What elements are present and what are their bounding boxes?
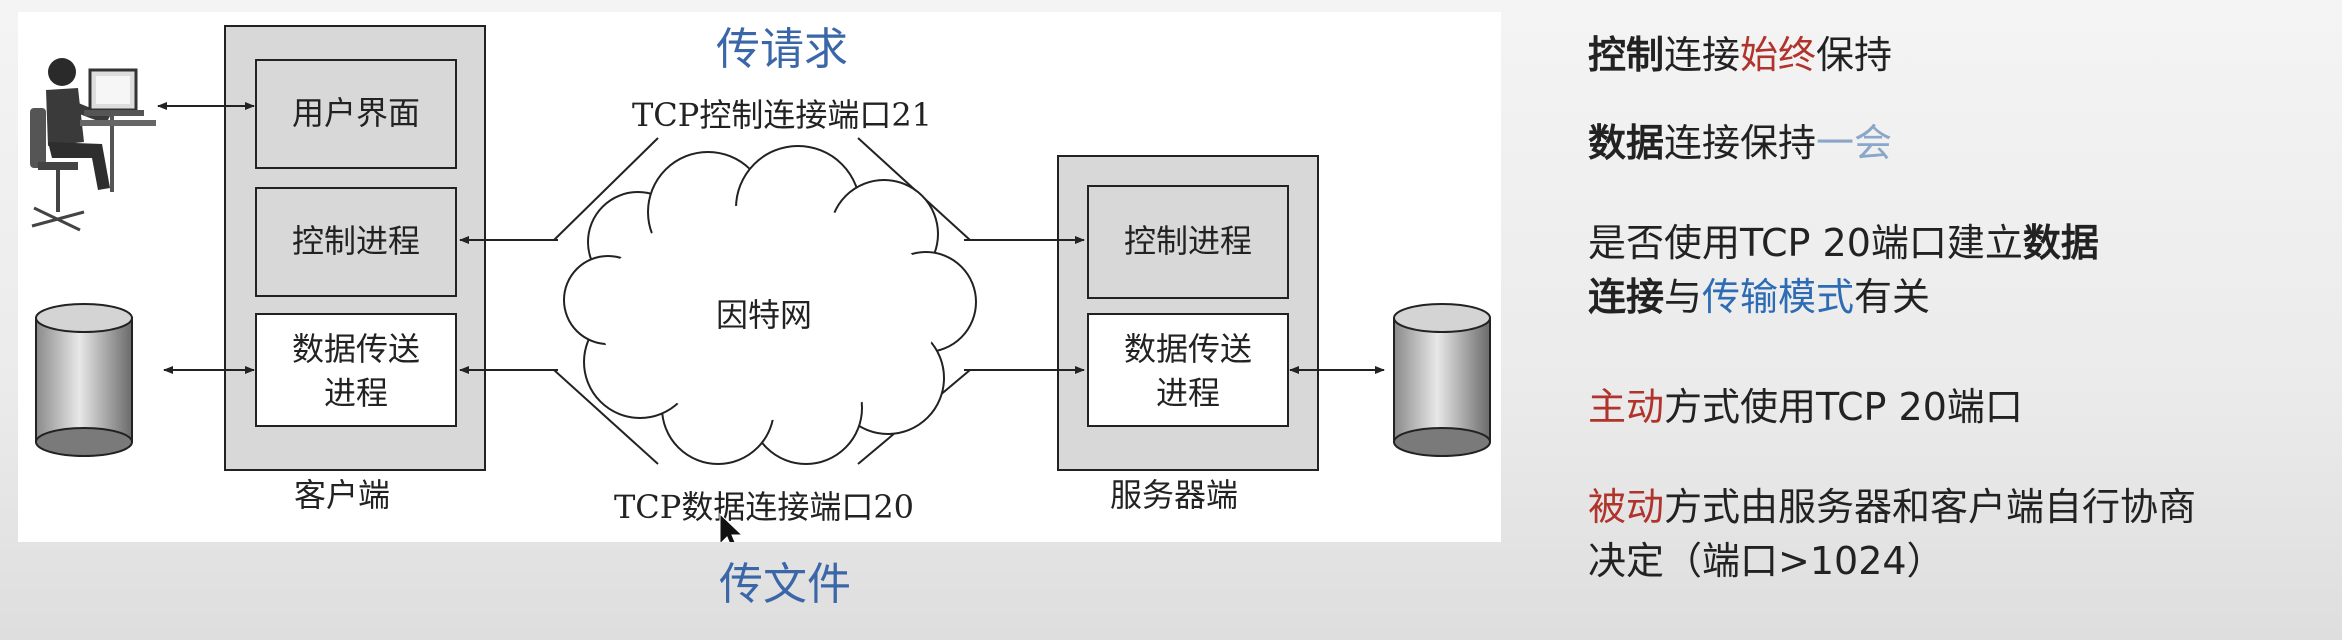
- data-port-label: TCP数据连接端口20: [614, 488, 914, 526]
- note-line-7: 决定（端口>1024）: [1588, 539, 1945, 583]
- note-line-6: 被动方式由服务器和客户端自行协商: [1588, 485, 2197, 529]
- note-file: 传文件: [719, 559, 851, 610]
- note-line-3: 是否使用TCP 20端口建立数据: [1588, 221, 2099, 265]
- client-ui-box: [255, 59, 457, 169]
- server-data-label-2: 进程: [1156, 374, 1220, 412]
- control-port-label: TCP控制连接端口21: [632, 96, 932, 134]
- note-line-4: 连接与传输模式有关: [1588, 275, 1931, 319]
- internet-label: 因特网: [716, 296, 812, 334]
- client-database-icon: [35, 303, 133, 457]
- server-control-box: [1087, 185, 1289, 299]
- ftp-diagram: 用户界面 控制进程 数据传送 进程 客户端 控制进程 数据传送 进程 服务器端 …: [18, 12, 1501, 542]
- server-label: 服务器端: [1110, 476, 1238, 514]
- control-port-leader-left: [553, 137, 659, 241]
- note-line-2: 数据连接保持一会: [1588, 121, 1893, 165]
- client-data-label-1: 数据传送: [292, 330, 420, 368]
- data-port-leader-left: [553, 369, 659, 465]
- client-label: 客户端: [294, 476, 390, 514]
- client-data-box: [255, 313, 457, 427]
- server-database-icon: [1393, 303, 1491, 457]
- note-line-5: 主动方式使用TCP 20端口: [1588, 385, 2023, 429]
- client-control-label: 控制进程: [292, 222, 420, 260]
- client-ui-label: 用户界面: [292, 94, 420, 132]
- user-computer-icon: [30, 58, 156, 232]
- mouse-cursor-icon: [719, 512, 744, 542]
- note-request: 传请求: [716, 24, 848, 75]
- server-control-label: 控制进程: [1124, 222, 1252, 260]
- client-data-label-2: 进程: [324, 374, 388, 412]
- client-control-box: [255, 187, 457, 297]
- note-line-1: 控制连接始终保持: [1588, 33, 1893, 77]
- server-data-box: [1087, 313, 1289, 427]
- server-data-label-1: 数据传送: [1124, 330, 1252, 368]
